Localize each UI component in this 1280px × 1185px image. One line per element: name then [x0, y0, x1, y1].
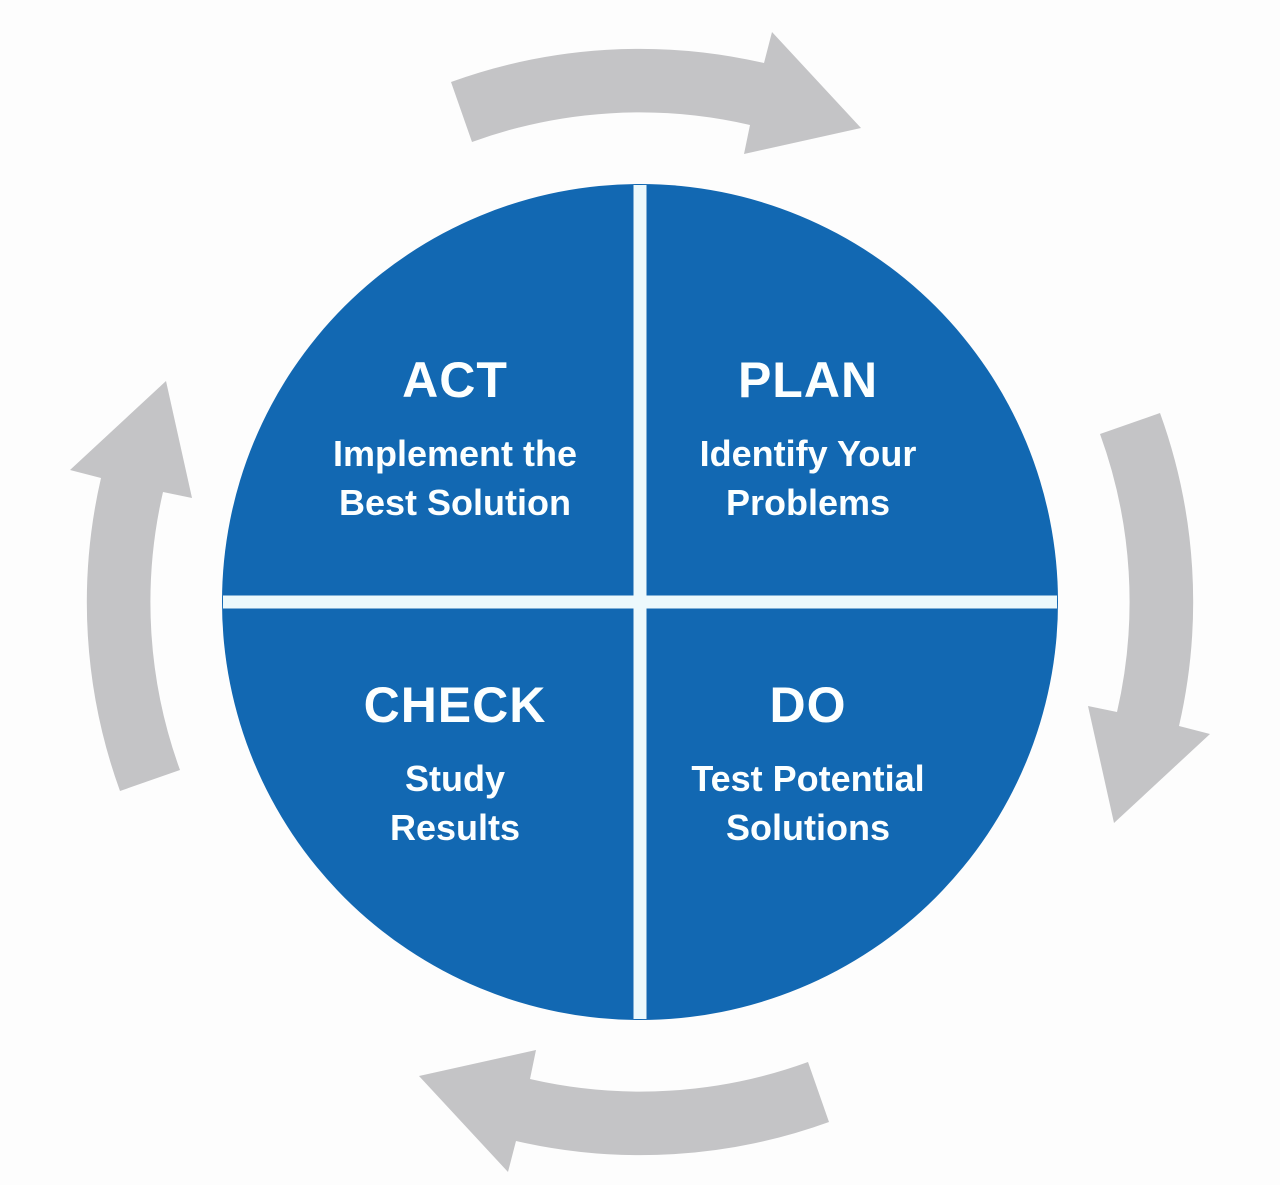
quadrant-act-title: ACT	[402, 352, 508, 408]
quadrant-check-title: CHECK	[363, 677, 547, 733]
quadrant-check-subtitle: Study Results	[389, 758, 521, 848]
quadrant-plan-title: PLAN	[737, 352, 879, 408]
cycle-arrow-left-icon	[70, 381, 192, 791]
quadrant-do: DO Test Potential Solutions	[588, 677, 1028, 853]
cycle-arrow-bottom-icon	[419, 1050, 829, 1172]
cycle-arrow-right-icon	[1088, 413, 1210, 823]
quadrant-plan: PLAN Identify Your Problems	[588, 352, 1028, 528]
quadrant-do-subtitle: Test Potential Solutions	[691, 758, 925, 848]
cycle-arrow-top-icon	[451, 32, 861, 154]
quadrant-act: ACT Implement the Best Solution	[235, 352, 675, 528]
quadrant-do-title: DO	[769, 677, 847, 733]
quadrant-check: CHECK Study Results	[235, 677, 675, 853]
quadrant-plan-subtitle: Identify Your Problems	[699, 433, 917, 523]
quadrant-act-subtitle: Implement the Best Solution	[332, 433, 578, 523]
